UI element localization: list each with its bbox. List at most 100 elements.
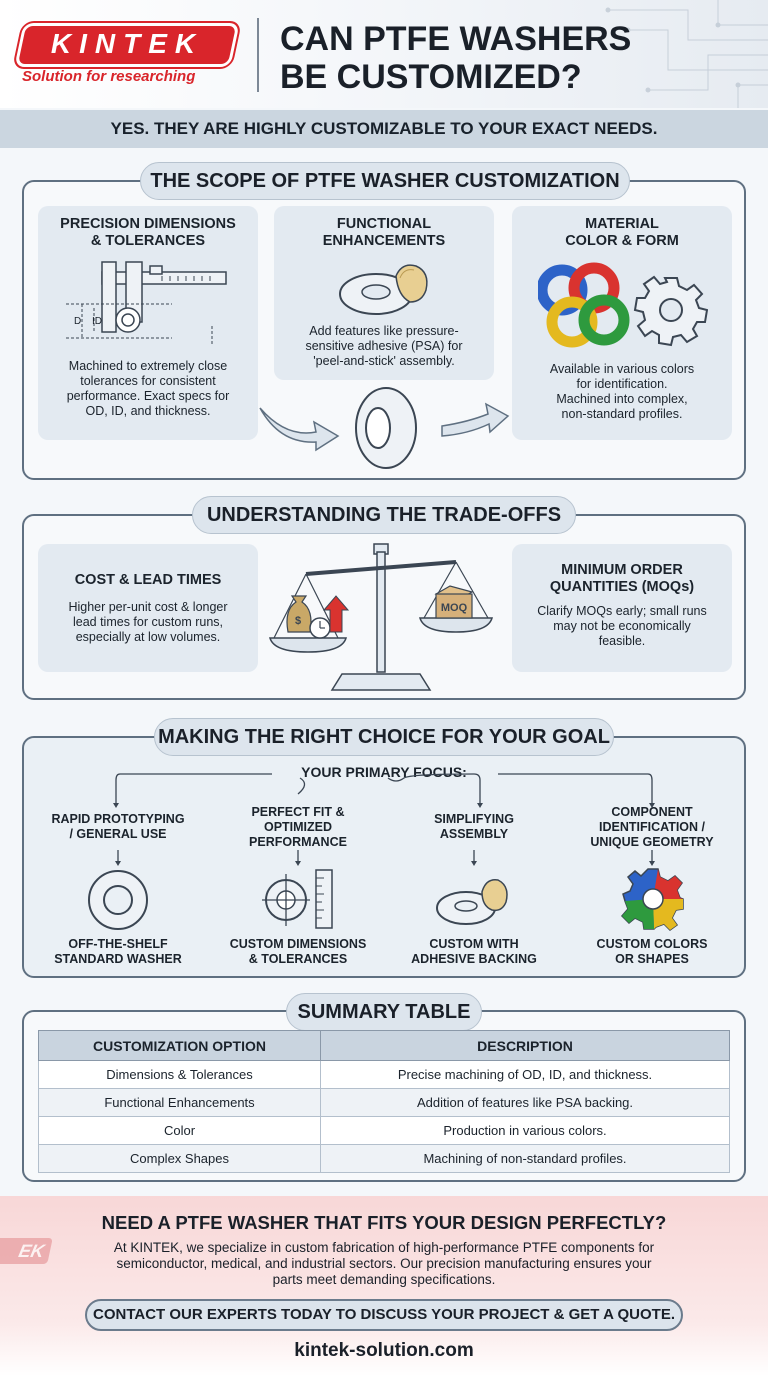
header-divider	[257, 18, 259, 92]
functional-card-text: sensitive adhesive (PSA) for	[305, 339, 463, 353]
material-card-text: for identification.	[576, 377, 668, 391]
focus-option-text: / GENERAL USE	[69, 827, 167, 841]
adhesive-washer-icon	[339, 264, 428, 315]
title-line-1: CAN PTFE WASHERS	[280, 20, 632, 58]
column-header-option: CUSTOMIZATION OPTION	[38, 1030, 321, 1061]
adhesive-washer-small-icon	[436, 879, 508, 925]
focus-option-text: PERFORMANCE	[249, 835, 347, 849]
material-card-title-2: COLOR & FORM	[565, 233, 679, 249]
cost-card-text: especially at low volumes.	[75, 630, 221, 644]
cta-body-line: At KINTEK, we specialize in custom fabri…	[113, 1240, 655, 1255]
table-cell: Dimensions & Tolerances	[38, 1060, 321, 1089]
result-text: & TOLERANCES	[248, 952, 348, 966]
summary-section-title: SUMMARY TABLE	[286, 993, 482, 1031]
table-row: Complex Shapes Machining of non-standard…	[38, 1144, 730, 1173]
result-adhesive-backing: CUSTOM WITH ADHESIVE BACKING	[394, 937, 554, 967]
material-card-text: Available in various colors	[549, 362, 695, 376]
moq-card-text: may not be economically	[553, 619, 691, 633]
website-link[interactable]: kintek-solution.com	[294, 1340, 474, 1361]
result-text: ADHESIVE BACKING	[411, 952, 537, 966]
circuit-pattern-decoration	[605, 0, 768, 108]
table-cell: Addition of features like PSA backing.	[320, 1088, 730, 1117]
moq-card: MINIMUM ORDER QUANTITIES (MOQs) Clarify …	[512, 544, 732, 672]
process-flow-arrows	[259, 387, 510, 469]
cost-card-text: lead times for custom runs,	[72, 615, 224, 629]
svg-text:$: $	[295, 615, 301, 627]
inner-diameter-label: ID	[92, 316, 102, 327]
cta-body: At KINTEK, we specialize in custom fabri…	[70, 1240, 698, 1288]
down-arrows	[115, 850, 655, 866]
material-card-text: non-standard profiles.	[561, 407, 683, 421]
result-text: OR SHAPES	[615, 952, 689, 966]
functional-card-title-2: ENHANCEMENTS	[322, 233, 446, 249]
decision-tree-lines	[113, 773, 655, 808]
result-colors-shapes: CUSTOM COLORS OR SHAPES	[572, 937, 732, 967]
focus-option-fit: PERFECT FIT & OPTIMIZED PERFORMANCE	[218, 805, 378, 850]
precision-card-text: OD, ID, and thickness.	[85, 404, 211, 418]
focus-option-text: SIMPLIFYING	[434, 812, 514, 826]
scope-section-title: THE SCOPE OF PTFE WASHER CUSTOMIZATION	[140, 162, 630, 200]
focus-option-text: PERFECT FIT &	[251, 805, 345, 819]
moq-box-label: MOQ	[441, 602, 468, 614]
table-cell: Complex Shapes	[38, 1144, 321, 1173]
result-text: CUSTOM WITH	[429, 937, 519, 951]
target-and-ruler-icon	[262, 869, 333, 929]
focus-option-prototyping: RAPID PROTOTYPING / GENERAL USE	[38, 812, 198, 842]
focus-option-text: OPTIMIZED	[263, 820, 333, 834]
functional-card-text: 'peel-and-stick' assembly.	[313, 354, 455, 368]
table-cell: Production in various colors.	[320, 1116, 730, 1145]
table-header-row: CUSTOMIZATION OPTION DESCRIPTION	[38, 1030, 730, 1061]
tradeoffs-section-title: UNDERSTANDING THE TRADE-OFFS	[192, 496, 576, 534]
focus-option-assembly: SIMPLIFYING ASSEMBLY	[394, 812, 554, 842]
functional-card-text: Add features like pressure-	[309, 324, 459, 338]
table-cell: Functional Enhancements	[38, 1088, 321, 1117]
material-card-text: Machined into complex,	[556, 392, 688, 406]
cta-banner	[0, 1196, 768, 1376]
table-cell: Machining of non-standard profiles.	[320, 1144, 730, 1173]
result-text: CUSTOM COLORS	[596, 937, 708, 951]
precision-card-text: Machined to extremely close	[68, 359, 228, 373]
result-text: STANDARD WASHER	[54, 952, 182, 966]
focus-option-text: RAPID PROTOTYPING	[51, 812, 185, 826]
title-line-2: BE CUSTOMIZED?	[280, 58, 582, 96]
cost-card-text: Higher per-unit cost & longer	[68, 600, 228, 614]
colored-gear-icon	[620, 868, 684, 931]
ghost-logo-decoration: EK	[0, 1238, 53, 1264]
moq-card-title-1: MINIMUM ORDER	[561, 562, 683, 578]
cta-body-line: semiconductor, medical, and industrial s…	[116, 1256, 652, 1271]
precision-card-text: performance. Exact specs for	[66, 389, 230, 403]
focus-option-text: ASSEMBLY	[439, 827, 509, 841]
material-card-title-1: MATERIAL	[585, 216, 659, 232]
answer-banner: YES. THEY ARE HIGHLY CUSTOMIZABLE TO YOU…	[0, 110, 768, 148]
table-row: Functional Enhancements Addition of feat…	[38, 1088, 730, 1117]
primary-focus-label: YOUR PRIMARY FOCUS:	[301, 764, 467, 780]
precision-card: PRECISION DIMENSIONS & TOLERANCES Machin…	[38, 206, 258, 440]
cta-body-line: parts meet demanding specifications.	[272, 1272, 496, 1287]
table-row: Dimensions & Tolerances Precise machinin…	[38, 1060, 730, 1089]
result-text: OFF-THE-SHELF	[68, 937, 168, 951]
precision-card-title-2: & TOLERANCES	[90, 233, 206, 249]
cta-title: NEED A PTFE WASHER THAT FITS YOUR DESIGN…	[101, 1212, 667, 1233]
choice-section-title: MAKING THE RIGHT CHOICE FOR YOUR GOAL	[154, 718, 614, 756]
tagline: Solution for researching	[22, 68, 196, 85]
moq-card-text: feasible.	[598, 634, 646, 648]
caliper-icon: D ID	[66, 261, 227, 344]
contact-experts-button[interactable]: CONTACT OUR EXPERTS TODAY TO DISCUSS YOU…	[85, 1299, 683, 1331]
focus-option-text: IDENTIFICATION /	[598, 820, 705, 834]
colored-washers-icon	[538, 262, 708, 348]
standard-washer-icon	[88, 870, 148, 930]
table-cell: Precise machining of OD, ID, and thickne…	[320, 1060, 730, 1089]
cost-card-title: COST & LEAD TIMES	[74, 572, 222, 588]
result-custom-dimensions: CUSTOM DIMENSIONS & TOLERANCES	[208, 937, 388, 967]
result-text: CUSTOM DIMENSIONS	[229, 937, 367, 951]
moq-card-title-2: QUANTITIES (MOQs)	[549, 579, 695, 595]
focus-option-text: UNIQUE GEOMETRY	[590, 835, 714, 849]
diameter-label: D	[74, 316, 81, 327]
focus-option-identification: COMPONENT IDENTIFICATION / UNIQUE GEOMET…	[572, 805, 732, 850]
focus-option-text: COMPONENT	[611, 805, 693, 819]
column-header-description: DESCRIPTION	[320, 1030, 730, 1061]
table-row: Color Production in various colors.	[38, 1116, 730, 1145]
table-cell: Color	[38, 1116, 321, 1145]
page-title: CAN PTFE WASHERS BE CUSTOMIZED?	[280, 20, 750, 96]
result-standard-washer: OFF-THE-SHELF STANDARD WASHER	[38, 937, 198, 967]
